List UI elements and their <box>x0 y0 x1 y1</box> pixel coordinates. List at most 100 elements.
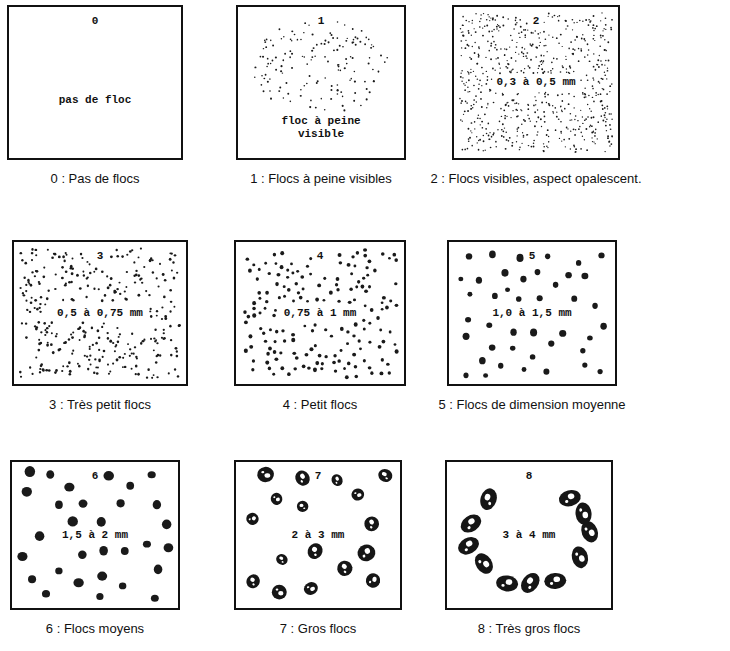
panel-caption: 5 : Flocs de dimension moyenne <box>436 398 627 413</box>
floc-dot <box>520 70 522 72</box>
floc-dot <box>71 272 74 275</box>
floc-dot <box>264 262 267 265</box>
floc-dot <box>296 270 299 273</box>
floc-dot <box>31 271 34 273</box>
floc-dot <box>384 61 386 63</box>
floc-dot <box>497 24 498 25</box>
floc-dot <box>342 105 344 107</box>
floc-dot <box>363 248 367 252</box>
floc-dot <box>500 108 502 110</box>
floc-blob <box>305 540 326 561</box>
floc-dot <box>295 282 298 285</box>
floc-dot <box>560 105 561 106</box>
floc-dot <box>50 343 53 346</box>
floc-dot <box>565 20 567 22</box>
floc-dot <box>526 52 528 54</box>
floc-dot <box>592 88 594 90</box>
panel-caption: 3 : Très petit flocs <box>47 398 153 413</box>
floc-dot <box>585 96 586 97</box>
floc-dot <box>269 328 272 331</box>
floc-dot <box>146 377 148 379</box>
floc-dot <box>535 46 537 48</box>
floc-dot <box>596 64 598 66</box>
floc-dot <box>85 296 87 299</box>
floc-dot <box>38 321 41 324</box>
floc-dot <box>303 32 305 33</box>
floc-dot <box>386 57 388 59</box>
floc-dot <box>543 31 545 33</box>
floc-dot <box>523 72 525 74</box>
floc-dot <box>98 360 100 362</box>
floc-dot <box>488 31 490 33</box>
floc-dot <box>497 129 498 130</box>
floc-dot <box>586 149 588 151</box>
floc-dot <box>572 53 574 55</box>
floc-dot <box>69 373 72 376</box>
floc-blob <box>455 534 482 559</box>
floc-dot <box>506 48 508 50</box>
floc-dot <box>291 333 295 337</box>
floc-dot <box>497 57 499 59</box>
floc-dot <box>519 37 521 38</box>
floc-dot <box>360 105 362 107</box>
floc-dot <box>17 552 27 561</box>
floc-dot <box>490 58 492 60</box>
floc-dot <box>268 367 271 371</box>
floc-dot <box>313 323 316 327</box>
floc-dot <box>597 59 599 61</box>
floc-highlight <box>354 492 357 494</box>
floc-dot <box>510 72 512 74</box>
floc-dot <box>124 366 127 368</box>
floc-blob <box>329 472 345 488</box>
floc-dot <box>171 252 173 254</box>
floc-dot <box>584 93 586 94</box>
floc-dot <box>540 61 541 62</box>
floc-dot <box>356 251 359 255</box>
floc-dot <box>106 275 108 277</box>
floc-dot <box>266 38 268 40</box>
floc-dot <box>574 39 576 40</box>
floc-dot <box>82 271 84 273</box>
floc-dot <box>480 98 482 100</box>
floc-dot <box>368 38 370 40</box>
floc-dot <box>607 137 609 139</box>
floc-dot <box>315 107 317 109</box>
floc-dot <box>507 63 508 64</box>
floc-dot <box>470 130 471 131</box>
floc-dot <box>547 147 548 148</box>
floc-dot <box>265 300 268 303</box>
floc-dot <box>347 263 351 267</box>
floc-dot <box>364 289 368 293</box>
floc-dot <box>43 266 45 268</box>
floc-dot <box>563 139 565 141</box>
floc-dot <box>543 150 545 152</box>
floc-dot <box>285 82 287 84</box>
floc-dot <box>528 145 530 146</box>
floc-dot <box>508 140 510 142</box>
floc-dot <box>544 71 546 73</box>
floc-dot <box>354 80 356 82</box>
floc-dot <box>153 349 155 351</box>
floc-dot <box>265 74 267 76</box>
floc-dot <box>316 82 318 84</box>
floc-dot <box>275 282 279 286</box>
floc-dot <box>350 272 353 275</box>
floc-dot <box>512 99 514 101</box>
floc-dot <box>38 339 40 341</box>
floc-dot <box>252 264 255 267</box>
floc-dot <box>169 258 172 261</box>
floc-dot <box>603 28 604 29</box>
floc-dot <box>116 327 118 329</box>
floc-dots <box>19 248 181 379</box>
floc-dot <box>34 307 36 309</box>
floc-dot <box>116 249 118 251</box>
floc-dot <box>541 101 543 103</box>
floc-dot <box>119 333 121 335</box>
floc-highlight <box>588 529 596 537</box>
floc-dot <box>346 63 348 65</box>
floc-dot <box>42 590 50 598</box>
floc-dot <box>537 295 543 301</box>
floc-blob <box>274 552 289 567</box>
floc-dot <box>610 27 612 29</box>
floc-dot <box>320 367 323 370</box>
